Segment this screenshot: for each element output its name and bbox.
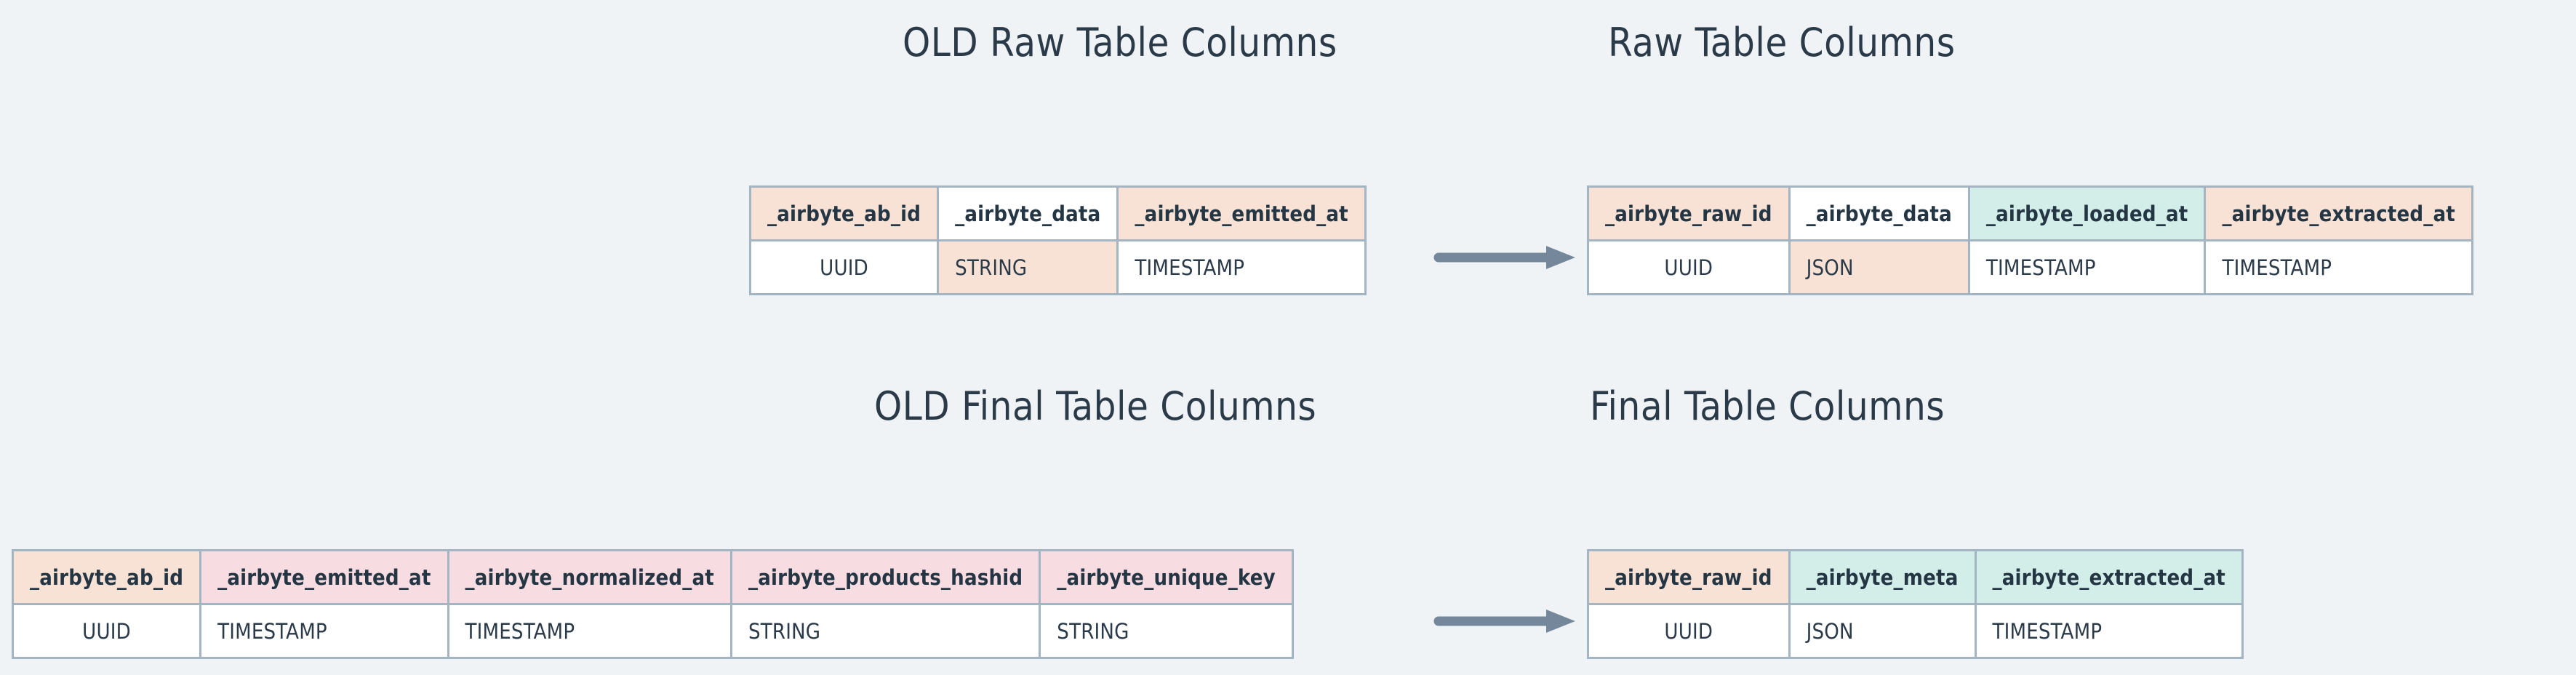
table-old-final-columns: _airbyte_ab_id_airbyte_emitted_at_airbyt… (11, 549, 1294, 659)
column-type-airbyte-raw-id: UUID (1587, 239, 1791, 295)
section-title-old-final-table: OLD Final Table Columns (874, 383, 1317, 429)
column-type-airbyte-normalized-at: TIMESTAMP (447, 603, 732, 659)
column-header-airbyte-ab-id: _airbyte_ab_id (11, 549, 202, 605)
section-title-raw-table: Raw Table Columns (1608, 20, 1956, 65)
table-old-raw-columns: _airbyte_ab_id_airbyte_data_airbyte_emit… (748, 185, 1367, 295)
column-type-airbyte-unique-key: STRING (1039, 603, 1294, 659)
column-header-airbyte-data: _airbyte_data (937, 185, 1119, 241)
column-type-airbyte-emitted-at: TIMESTAMP (199, 603, 449, 659)
column-type-airbyte-raw-id: UUID (1587, 603, 1791, 659)
table-header-row: _airbyte_raw_id_airbyte_meta_airbyte_ext… (1587, 549, 2244, 605)
column-type-airbyte-ab-id: UUID (11, 603, 202, 659)
column-header-airbyte-meta: _airbyte_meta (1788, 549, 1977, 605)
section-title-final-table: Final Table Columns (1590, 383, 1945, 429)
column-type-airbyte-extracted-at: TIMESTAMP (1974, 603, 2244, 659)
column-header-airbyte-data: _airbyte_data (1788, 185, 1970, 241)
column-type-airbyte-meta: JSON (1788, 603, 1977, 659)
column-type-airbyte-products-hashid: STRING (729, 603, 1041, 659)
final-migration-arrow-icon (1433, 610, 1575, 633)
table-raw-columns: _airbyte_raw_id_airbyte_data_airbyte_loa… (1587, 185, 2473, 295)
column-type-airbyte-emitted-at: TIMESTAMP (1116, 239, 1367, 295)
raw-migration-arrow-icon (1433, 246, 1575, 269)
column-type-airbyte-data: JSON (1788, 239, 1970, 295)
column-header-airbyte-extracted-at: _airbyte_extracted_at (1974, 549, 2244, 605)
table-header-row: _airbyte_raw_id_airbyte_data_airbyte_loa… (1587, 185, 2473, 241)
column-type-airbyte-data: STRING (937, 239, 1119, 295)
column-type-airbyte-extracted-at: TIMESTAMP (2204, 239, 2473, 295)
column-type-airbyte-ab-id: UUID (748, 239, 940, 295)
section-title-old-raw-table: OLD Raw Table Columns (903, 20, 1337, 65)
column-header-airbyte-ab-id: _airbyte_ab_id (748, 185, 940, 241)
table-final-columns: _airbyte_raw_id_airbyte_meta_airbyte_ext… (1587, 549, 2244, 659)
column-header-airbyte-raw-id: _airbyte_raw_id (1587, 185, 1791, 241)
column-header-airbyte-normalized-at: _airbyte_normalized_at (447, 549, 732, 605)
table-header-row: _airbyte_ab_id_airbyte_data_airbyte_emit… (748, 185, 1367, 241)
column-header-airbyte-raw-id: _airbyte_raw_id (1587, 549, 1791, 605)
column-type-airbyte-loaded-at: TIMESTAMP (1967, 239, 2207, 295)
column-header-airbyte-products-hashid: _airbyte_products_hashid (729, 549, 1041, 605)
table-header-row: _airbyte_ab_id_airbyte_emitted_at_airbyt… (11, 549, 1294, 605)
column-header-airbyte-emitted-at: _airbyte_emitted_at (199, 549, 449, 605)
column-header-airbyte-emitted-at: _airbyte_emitted_at (1116, 185, 1367, 241)
column-header-airbyte-extracted-at: _airbyte_extracted_at (2204, 185, 2473, 241)
column-header-airbyte-unique-key: _airbyte_unique_key (1039, 549, 1294, 605)
column-header-airbyte-loaded-at: _airbyte_loaded_at (1967, 185, 2207, 241)
